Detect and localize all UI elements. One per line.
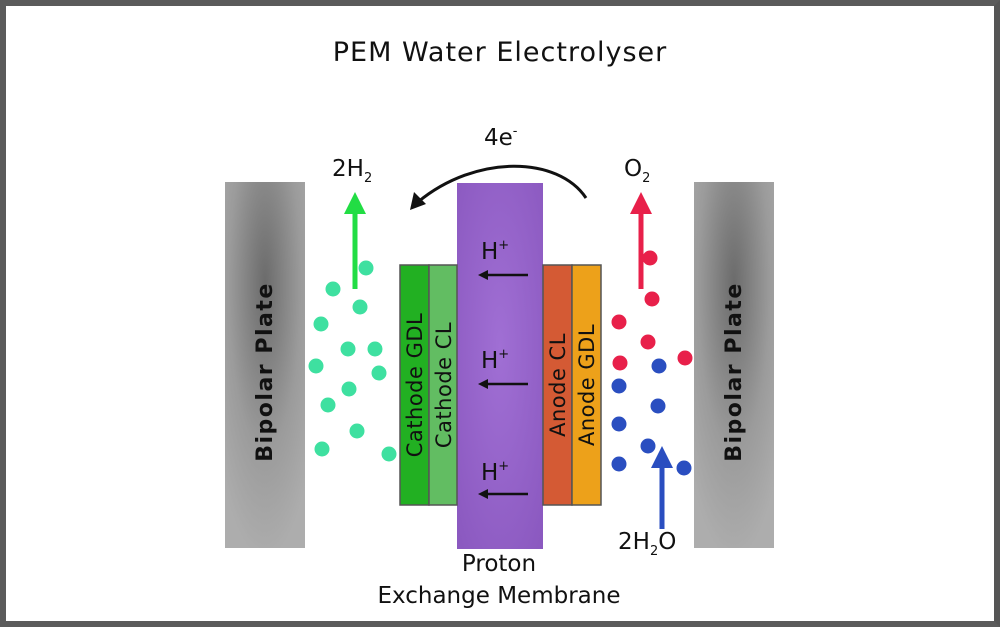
bipolar-plate-left-label: Bipolar Plate (253, 282, 278, 462)
anode-cl-label: Anode CL (546, 333, 570, 437)
hydrogen-bubble (308, 358, 324, 374)
hydrogen-bubble (341, 381, 357, 397)
water-label: 2H2O (618, 529, 676, 559)
electron-flow-arc (417, 164, 588, 204)
oxygen-bubble (642, 250, 658, 266)
oxygen-bubble (644, 291, 660, 307)
membrane-caption-line1: Proton (462, 551, 536, 577)
hydrogen-bubble (314, 441, 330, 457)
oxygen-bubble (640, 334, 656, 350)
electrolyser-diagram: PEM Water Electrolyser Bipolar Plate Bip… (225, 37, 774, 609)
water-molecule (611, 378, 627, 394)
bipolar-plate-right (694, 182, 774, 548)
hydrogen-bubble (371, 365, 387, 381)
hydrogen-bubbles (308, 260, 397, 462)
water-arrow-head (651, 446, 673, 468)
oxygen-arrow-head (630, 192, 652, 214)
oxygen-bubble (677, 350, 693, 366)
anode-cl-layer (542, 264, 573, 506)
proton-label-2: H+ (481, 347, 509, 374)
membrane-caption-line2: Exchange Membrane (378, 583, 621, 609)
cathode-cl-layer (428, 264, 458, 506)
oxygen-bubble (612, 355, 628, 371)
bipolar-plate-right-label: Bipolar Plate (722, 282, 747, 462)
page-title: PEM Water Electrolyser (333, 37, 668, 68)
water-molecule (650, 398, 666, 414)
cathode-cl-label: Cathode CL (432, 322, 456, 448)
water-molecule (651, 358, 667, 374)
hydrogen-label: 2H2 (332, 156, 372, 186)
hydrogen-bubble (320, 397, 336, 413)
hydrogen-bubble (367, 341, 383, 357)
bipolar-plate-left (225, 182, 305, 548)
water-molecule (676, 460, 692, 476)
water-molecule (640, 438, 656, 454)
electron-label: 4e- (484, 124, 518, 151)
oxygen-bubble (611, 314, 627, 330)
hydrogen-bubble (352, 299, 368, 315)
hydrogen-bubble (340, 341, 356, 357)
cathode-gdl-label: Cathode GDL (403, 313, 427, 458)
oxygen-label: O2 (624, 156, 650, 186)
hydrogen-bubble (313, 316, 329, 332)
proton-transfer-1: H+ (478, 238, 528, 280)
proton-exchange-membrane (457, 183, 543, 549)
oxygen-bubbles (611, 250, 693, 371)
proton-label-3: H+ (481, 459, 509, 486)
proton-label-1: H+ (481, 238, 509, 265)
hydrogen-bubble (381, 446, 397, 462)
proton-transfer-3: H+ (478, 459, 528, 499)
anode-gdl-layer (571, 264, 602, 506)
electron-arrow-head (410, 192, 426, 210)
water-molecule (611, 416, 627, 432)
proton-transfer-2: H+ (478, 347, 528, 389)
hydrogen-arrow-head (344, 192, 366, 214)
water-molecules (611, 358, 692, 476)
anode-gdl-label: Anode GDL (575, 324, 599, 446)
hydrogen-bubble (358, 260, 374, 276)
water-molecule (611, 456, 627, 472)
hydrogen-bubble (349, 423, 365, 439)
hydrogen-bubble (325, 281, 341, 297)
